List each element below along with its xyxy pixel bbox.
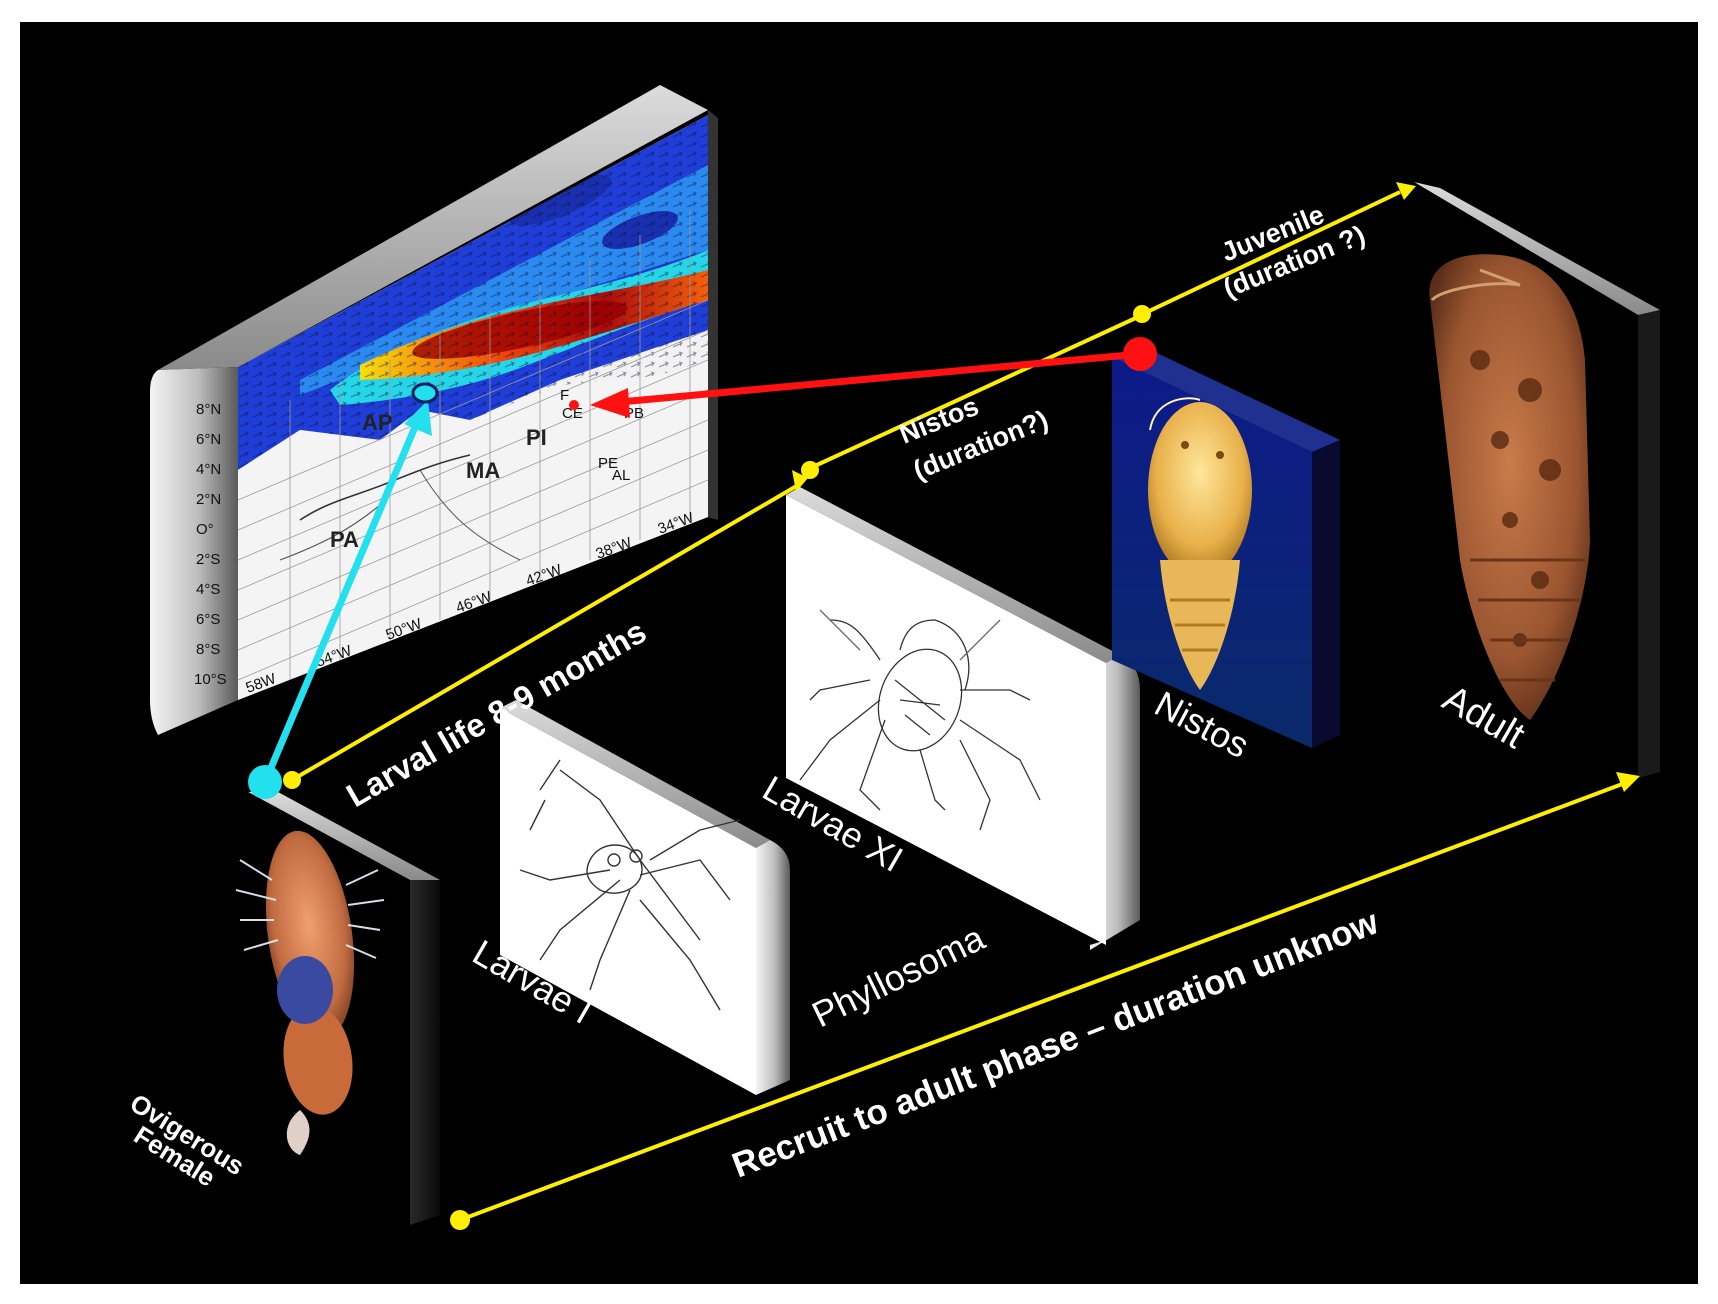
settlement-arrow [569,337,1157,418]
larvae-i-panel [500,700,790,1095]
larvae-xi-panel [786,487,1140,950]
recruit-line [459,781,1626,1222]
region-label-pa: PA [330,527,359,552]
timeline-node-nistos [801,461,819,479]
adult-panel [1414,182,1660,778]
ovigerous-female-image [235,830,385,1155]
lat-label: 8°S [196,641,220,658]
region-label-pi: PI [526,425,547,450]
lat-label: 4°S [196,581,220,598]
lat-label: 8°N [196,401,221,418]
region-label-ce: CE [562,405,583,422]
lat-label: 6°S [196,611,220,628]
recruit-arrowhead [1616,772,1640,792]
larval-life-line [290,482,802,782]
origin-point [248,765,282,799]
larvae-xi-drawing [799,609,1041,831]
larval-life-arrowhead [792,470,808,492]
timeline-node-start [283,771,301,789]
juvenile-arrowhead [1396,182,1416,200]
juvenile-line [1142,190,1401,316]
region-label-ap: AP [362,410,393,435]
timeline [290,190,1626,1222]
region-label-pe: PE [598,455,618,472]
region-label-f: F [560,387,569,404]
map-spawning-location [411,382,439,404]
ovigerous-female-panel [235,792,440,1225]
origin-arrow [248,382,439,799]
larvae-i-drawing [519,759,741,1011]
nistos-image [1148,397,1252,690]
lat-label: 2°N [196,491,221,508]
timeline-node-recruit [450,1210,470,1230]
timeline-node-juvenile [1133,305,1151,323]
region-label-ma: MA [466,458,500,483]
lat-label: 6°N [196,431,221,448]
nistos-line [805,315,1139,472]
map-settlement-location [569,400,579,410]
lat-label: 4°N [196,461,221,478]
lat-label: 10°S [194,671,227,688]
region-label-al: AL [612,467,630,484]
lat-label: O° [196,521,214,538]
settlement-origin-point [1123,337,1157,371]
ocean-current-map-panel: 8°N 6°N 4°N 2°N O° 2°S 4°S 6°S 8°S 10°S … [150,85,718,735]
adult-image [1429,254,1590,720]
nistos-panel [1112,345,1340,748]
lat-label: 2°S [196,551,220,568]
